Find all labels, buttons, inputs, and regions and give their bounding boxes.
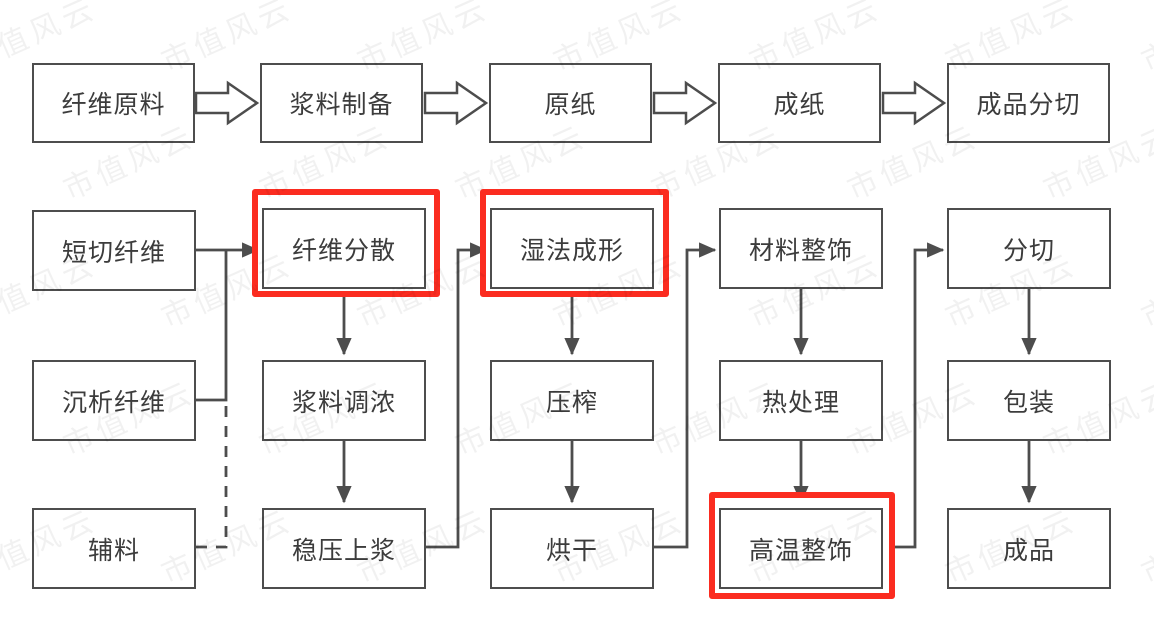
process-node-b22[interactable]: 浆料调浓 — [262, 360, 426, 441]
process-node-b21[interactable]: 纤维分散 — [262, 208, 426, 289]
process-node-label: 短切纤维 — [61, 237, 166, 267]
block-arrow-4 — [881, 80, 947, 126]
process-node-label: 成品分切 — [976, 90, 1081, 119]
process-node-t3[interactable]: 原纸 — [489, 63, 652, 143]
process-node-label: 纤维原料 — [61, 90, 166, 119]
process-node-t5[interactable]: 成品分切 — [947, 63, 1110, 143]
process-node-label: 原纸 — [544, 90, 597, 119]
process-node-b43[interactable]: 高温整饰 — [719, 508, 883, 589]
process-node-label: 热处理 — [761, 387, 840, 417]
process-node-label: 湿法成形 — [519, 235, 624, 265]
process-node-label: 成纸 — [773, 90, 826, 119]
process-node-b33[interactable]: 烘干 — [490, 508, 654, 589]
process-node-b32[interactable]: 压榨 — [490, 360, 654, 441]
process-node-label: 沉析纤维 — [61, 387, 166, 417]
process-node-label: 压榨 — [545, 387, 598, 417]
process-node-label: 纤维分散 — [291, 235, 396, 265]
process-node-t1[interactable]: 纤维原料 — [32, 63, 195, 143]
process-node-b53[interactable]: 成品 — [947, 508, 1111, 589]
process-node-label: 浆料调浓 — [291, 387, 396, 417]
process-node-label: 包装 — [1002, 387, 1055, 417]
process-node-b51[interactable]: 分切 — [947, 208, 1111, 289]
process-node-b13[interactable]: 辅料 — [32, 508, 196, 589]
wire-shangjiang-to-shifa — [426, 242, 488, 549]
block-arrow-3 — [652, 80, 718, 126]
process-node-label: 浆料制备 — [289, 90, 394, 119]
wire-gaowen-to-fenqie — [883, 242, 945, 549]
process-node-b31[interactable]: 湿法成形 — [490, 208, 654, 289]
process-node-label: 高温整饰 — [748, 535, 853, 565]
process-node-t2[interactable]: 浆料制备 — [260, 63, 423, 143]
process-node-label: 成品 — [1002, 535, 1055, 565]
wire-chenxi-riser — [196, 250, 228, 402]
process-node-label: 材料整饰 — [748, 235, 853, 265]
process-node-b23[interactable]: 稳压上浆 — [262, 508, 426, 589]
process-node-b11[interactable]: 短切纤维 — [32, 210, 196, 291]
process-node-label: 分切 — [1002, 235, 1055, 265]
process-node-b42[interactable]: 热处理 — [719, 360, 883, 441]
bottom-grid-wires — [196, 242, 1037, 549]
wire-honggan-to-cailiao — [654, 242, 717, 549]
process-node-b41[interactable]: 材料整饰 — [719, 208, 883, 289]
process-node-b12[interactable]: 沉析纤维 — [32, 360, 196, 441]
process-node-t4[interactable]: 成纸 — [718, 63, 881, 143]
process-node-label: 烘干 — [545, 535, 598, 565]
process-node-b52[interactable]: 包装 — [947, 360, 1111, 441]
block-arrow-1 — [194, 80, 260, 126]
block-arrow-2 — [423, 80, 489, 126]
wire-fuliao-dashed — [196, 400, 228, 549]
top-row-arrows — [194, 80, 947, 126]
process-node-label: 辅料 — [87, 535, 140, 565]
process-node-label: 稳压上浆 — [291, 535, 396, 565]
